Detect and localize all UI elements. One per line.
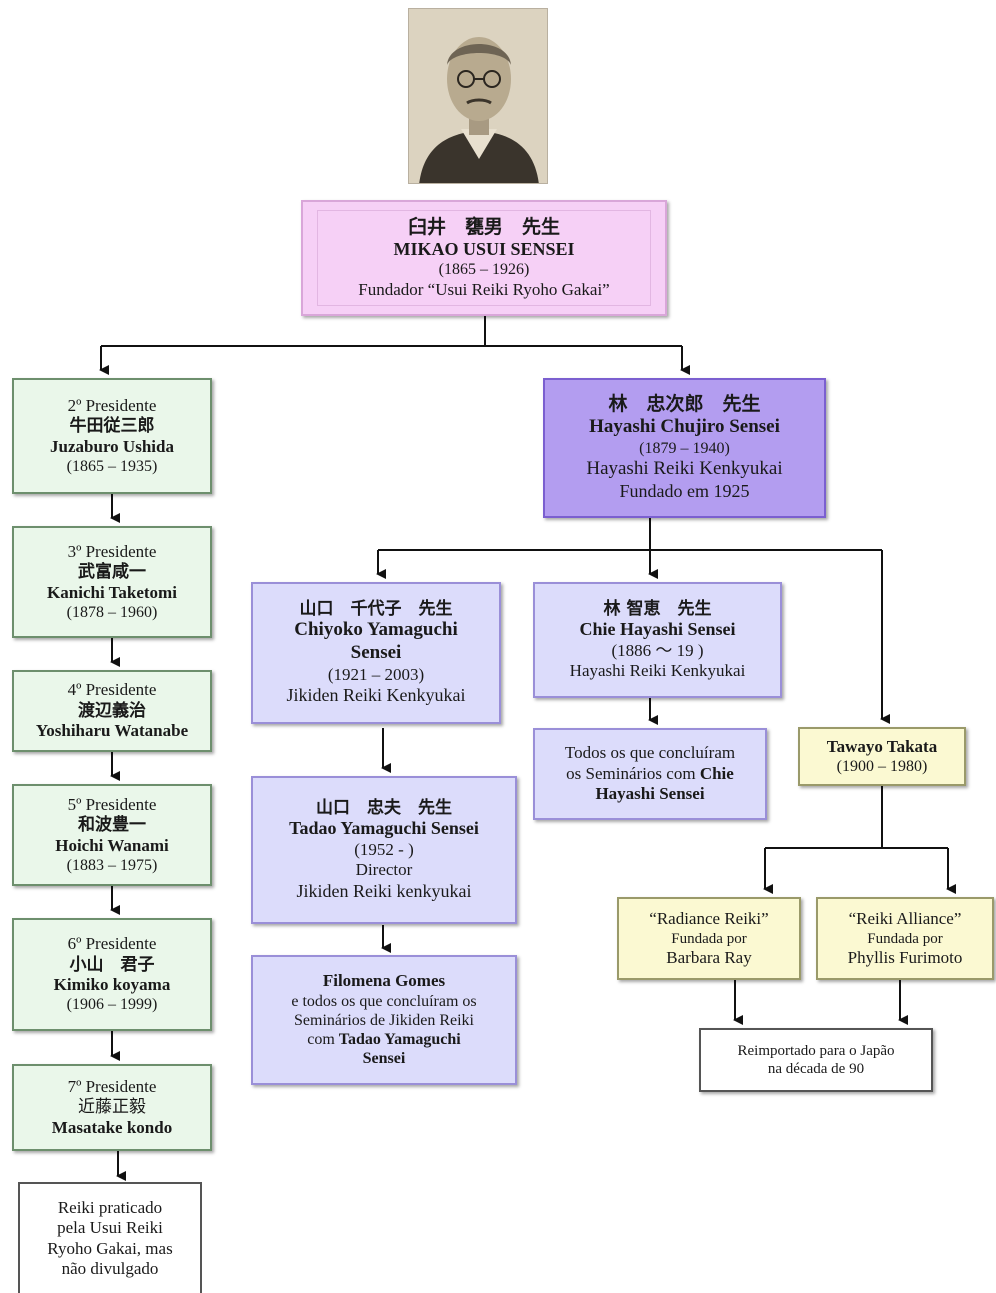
president-kanji: 和波豊一 bbox=[78, 815, 146, 836]
chiyoko-kanji: 山口 千代子 先生 bbox=[299, 599, 453, 620]
founder-years: (1865 – 1926) bbox=[438, 261, 530, 279]
president-title: 3º Presidente bbox=[67, 541, 157, 561]
hayashi-years: (1879 – 1940) bbox=[639, 440, 730, 457]
filomena-teacher-sensei: Sensei bbox=[362, 1050, 406, 1068]
founder-role: Fundador “Usui Reiki Ryoho Gakai” bbox=[358, 279, 610, 299]
gakai-note-line: Ryoho Gakai, mas bbox=[47, 1238, 173, 1258]
hayashi-name: Hayashi Chujiro Sensei bbox=[589, 416, 780, 438]
president-title: 6º Presidente bbox=[67, 934, 157, 954]
founder-inner-frame bbox=[317, 210, 651, 306]
gakai-note-line: Reiki praticado bbox=[57, 1197, 163, 1217]
filomena-name: Filomena Gomes bbox=[322, 971, 446, 991]
chiyoko-name: Chiyoko Yamaguchi bbox=[294, 619, 458, 641]
hayashi-kanji: 林 忠次郎 先生 bbox=[608, 393, 761, 416]
president-name: Masatake kondo bbox=[51, 1117, 173, 1137]
takata-years: (1900 – 1980) bbox=[836, 758, 928, 776]
filomena-text: e todos os que concluíram os bbox=[291, 992, 477, 1010]
gakai-note-line: não divulgado bbox=[61, 1258, 159, 1278]
reimport-line: na década de 90 bbox=[767, 1061, 865, 1077]
chiyoko-org: Jikiden Reiki Kenkyukai bbox=[286, 685, 466, 706]
hayashi-box: 林 忠次郎 先生 Hayashi Chujiro Sensei (1879 – … bbox=[543, 378, 826, 518]
takata-name: Tawayo Takata bbox=[826, 736, 938, 756]
takata-box: Tawayo Takata (1900 – 1980) bbox=[798, 727, 966, 786]
chie-students-text-line2: os Seminários com Chie bbox=[566, 764, 734, 784]
tadao-kanji: 山口 忠夫 先生 bbox=[316, 797, 452, 818]
hayashi-org: Hayashi Reiki Kenkyukai bbox=[586, 458, 783, 480]
tadao-box: 山口 忠夫 先生 Tadao Yamaguchi Sensei (1952 - … bbox=[251, 776, 517, 924]
president-title: 5º Presidente bbox=[67, 794, 157, 814]
president-years: (1883 – 1975) bbox=[66, 856, 158, 874]
tadao-name: Tadao Yamaguchi Sensei bbox=[289, 818, 479, 839]
chie-students-teacher-sensei: Hayashi Sensei bbox=[595, 784, 705, 804]
president-kanji: 渡辺義治 bbox=[78, 700, 146, 721]
filomena-box: Filomena Gomes e todos os que concluíram… bbox=[251, 955, 517, 1085]
president-kanji: 武富咸一 bbox=[78, 562, 146, 583]
president-kanji: 近藤正毅 bbox=[78, 1097, 146, 1118]
chie-name: Chie Hayashi Sensei bbox=[579, 619, 736, 639]
founder-box: 臼井 甕男 先生 MIKAO USUI SENSEI (1865 – 1926)… bbox=[301, 200, 667, 316]
gakai-note-box: Reiki praticado pela Usui Reiki Ryoho Ga… bbox=[18, 1182, 202, 1293]
president-6-box: 6º Presidente 小山 君子 Kimiko koyama (1906 … bbox=[12, 918, 212, 1031]
president-2-box: 2º Presidente 牛田従三郎 Juzaburo Ushida (186… bbox=[12, 378, 212, 494]
president-kanji: 小山 君子 bbox=[69, 954, 155, 975]
president-name: Juzaburo Ushida bbox=[50, 436, 174, 456]
filomena-text: Seminários de Jikiden Reiki bbox=[294, 1012, 474, 1029]
chie-org: Hayashi Reiki Kenkyukai bbox=[569, 660, 746, 680]
chie-students-prefix: os Seminários com bbox=[566, 763, 700, 783]
radiance-name: “Radiance Reiki” bbox=[649, 909, 769, 929]
chie-box: 林 智恵 先生 Chie Hayashi Sensei (1886 〜 19 )… bbox=[533, 582, 782, 698]
president-3-box: 3º Presidente 武富咸一 Kanichi Taketomi (187… bbox=[12, 526, 212, 638]
founder-kanji: 臼井 甕男 先生 bbox=[407, 216, 560, 239]
chiyoko-years: (1921 – 2003) bbox=[327, 665, 425, 684]
chie-students-box: Todos os que concluíram os Seminários co… bbox=[533, 728, 767, 820]
portrait-illustration bbox=[409, 9, 547, 183]
president-4-box: 4º Presidente 渡辺義治 Yoshiharu Watanabe bbox=[12, 670, 212, 752]
radiance-sub: Fundada por bbox=[671, 930, 747, 947]
alliance-sub: Fundada por bbox=[867, 930, 943, 947]
chiyoko-sensei: Sensei bbox=[350, 642, 402, 664]
president-name: Kanichi Taketomi bbox=[47, 582, 177, 602]
president-kanji: 牛田従三郎 bbox=[69, 416, 155, 437]
president-title: 4º Presidente bbox=[67, 680, 157, 700]
president-name: Kimiko koyama bbox=[53, 975, 171, 995]
tadao-org: Jikiden Reiki kenkyukai bbox=[296, 880, 472, 901]
chie-students-text: Todos os que concluíram bbox=[564, 743, 736, 763]
president-years: (1878 – 1960) bbox=[66, 603, 158, 621]
president-name: Yoshiharu Watanabe bbox=[35, 721, 189, 741]
radiance-reiki-box: “Radiance Reiki” Fundada por Barbara Ray bbox=[617, 897, 801, 980]
chie-kanji: 林 智恵 先生 bbox=[603, 598, 712, 619]
chiyoko-box: 山口 千代子 先生 Chiyoko Yamaguchi Sensei (1921… bbox=[251, 582, 501, 724]
president-title: 7º Presidente bbox=[67, 1076, 157, 1096]
filomena-text-prefix: com bbox=[307, 1031, 339, 1049]
president-years: (1865 – 1935) bbox=[66, 457, 158, 475]
chie-students-teacher: Chie bbox=[699, 763, 734, 783]
filomena-teacher-name: Tadao Yamaguchi bbox=[338, 1031, 461, 1049]
radiance-founder: Barbara Ray bbox=[666, 947, 752, 967]
filomena-text-line3: com Tadao Yamaguchi bbox=[307, 1030, 461, 1049]
reimport-line: Reimportado para o Japão bbox=[737, 1043, 895, 1059]
hayashi-founded: Fundado em 1925 bbox=[619, 480, 750, 501]
president-years: (1906 – 1999) bbox=[66, 996, 158, 1014]
alliance-founder: Phyllis Furimoto bbox=[847, 947, 963, 967]
founder-name: MIKAO USUI SENSEI bbox=[393, 238, 575, 259]
president-title: 2º Presidente bbox=[67, 395, 157, 415]
reiki-alliance-box: “Reiki Alliance” Fundada por Phyllis Fur… bbox=[816, 897, 994, 980]
tadao-years: (1952 - ) bbox=[354, 839, 414, 859]
president-5-box: 5º Presidente 和波豊一 Hoichi Wanami (1883 –… bbox=[12, 784, 212, 886]
gakai-note-line: pela Usui Reiki bbox=[57, 1218, 163, 1238]
alliance-name: “Reiki Alliance” bbox=[848, 909, 962, 929]
president-7-box: 7º Presidente 近藤正毅 Masatake kondo bbox=[12, 1064, 212, 1151]
mikao-usui-portrait bbox=[408, 8, 548, 184]
reimport-box: Reimportado para o Japão na década de 90 bbox=[699, 1028, 933, 1092]
tadao-role: Director bbox=[355, 860, 413, 880]
president-name: Hoichi Wanami bbox=[55, 835, 169, 855]
chie-years: (1886 〜 19 ) bbox=[611, 640, 704, 660]
